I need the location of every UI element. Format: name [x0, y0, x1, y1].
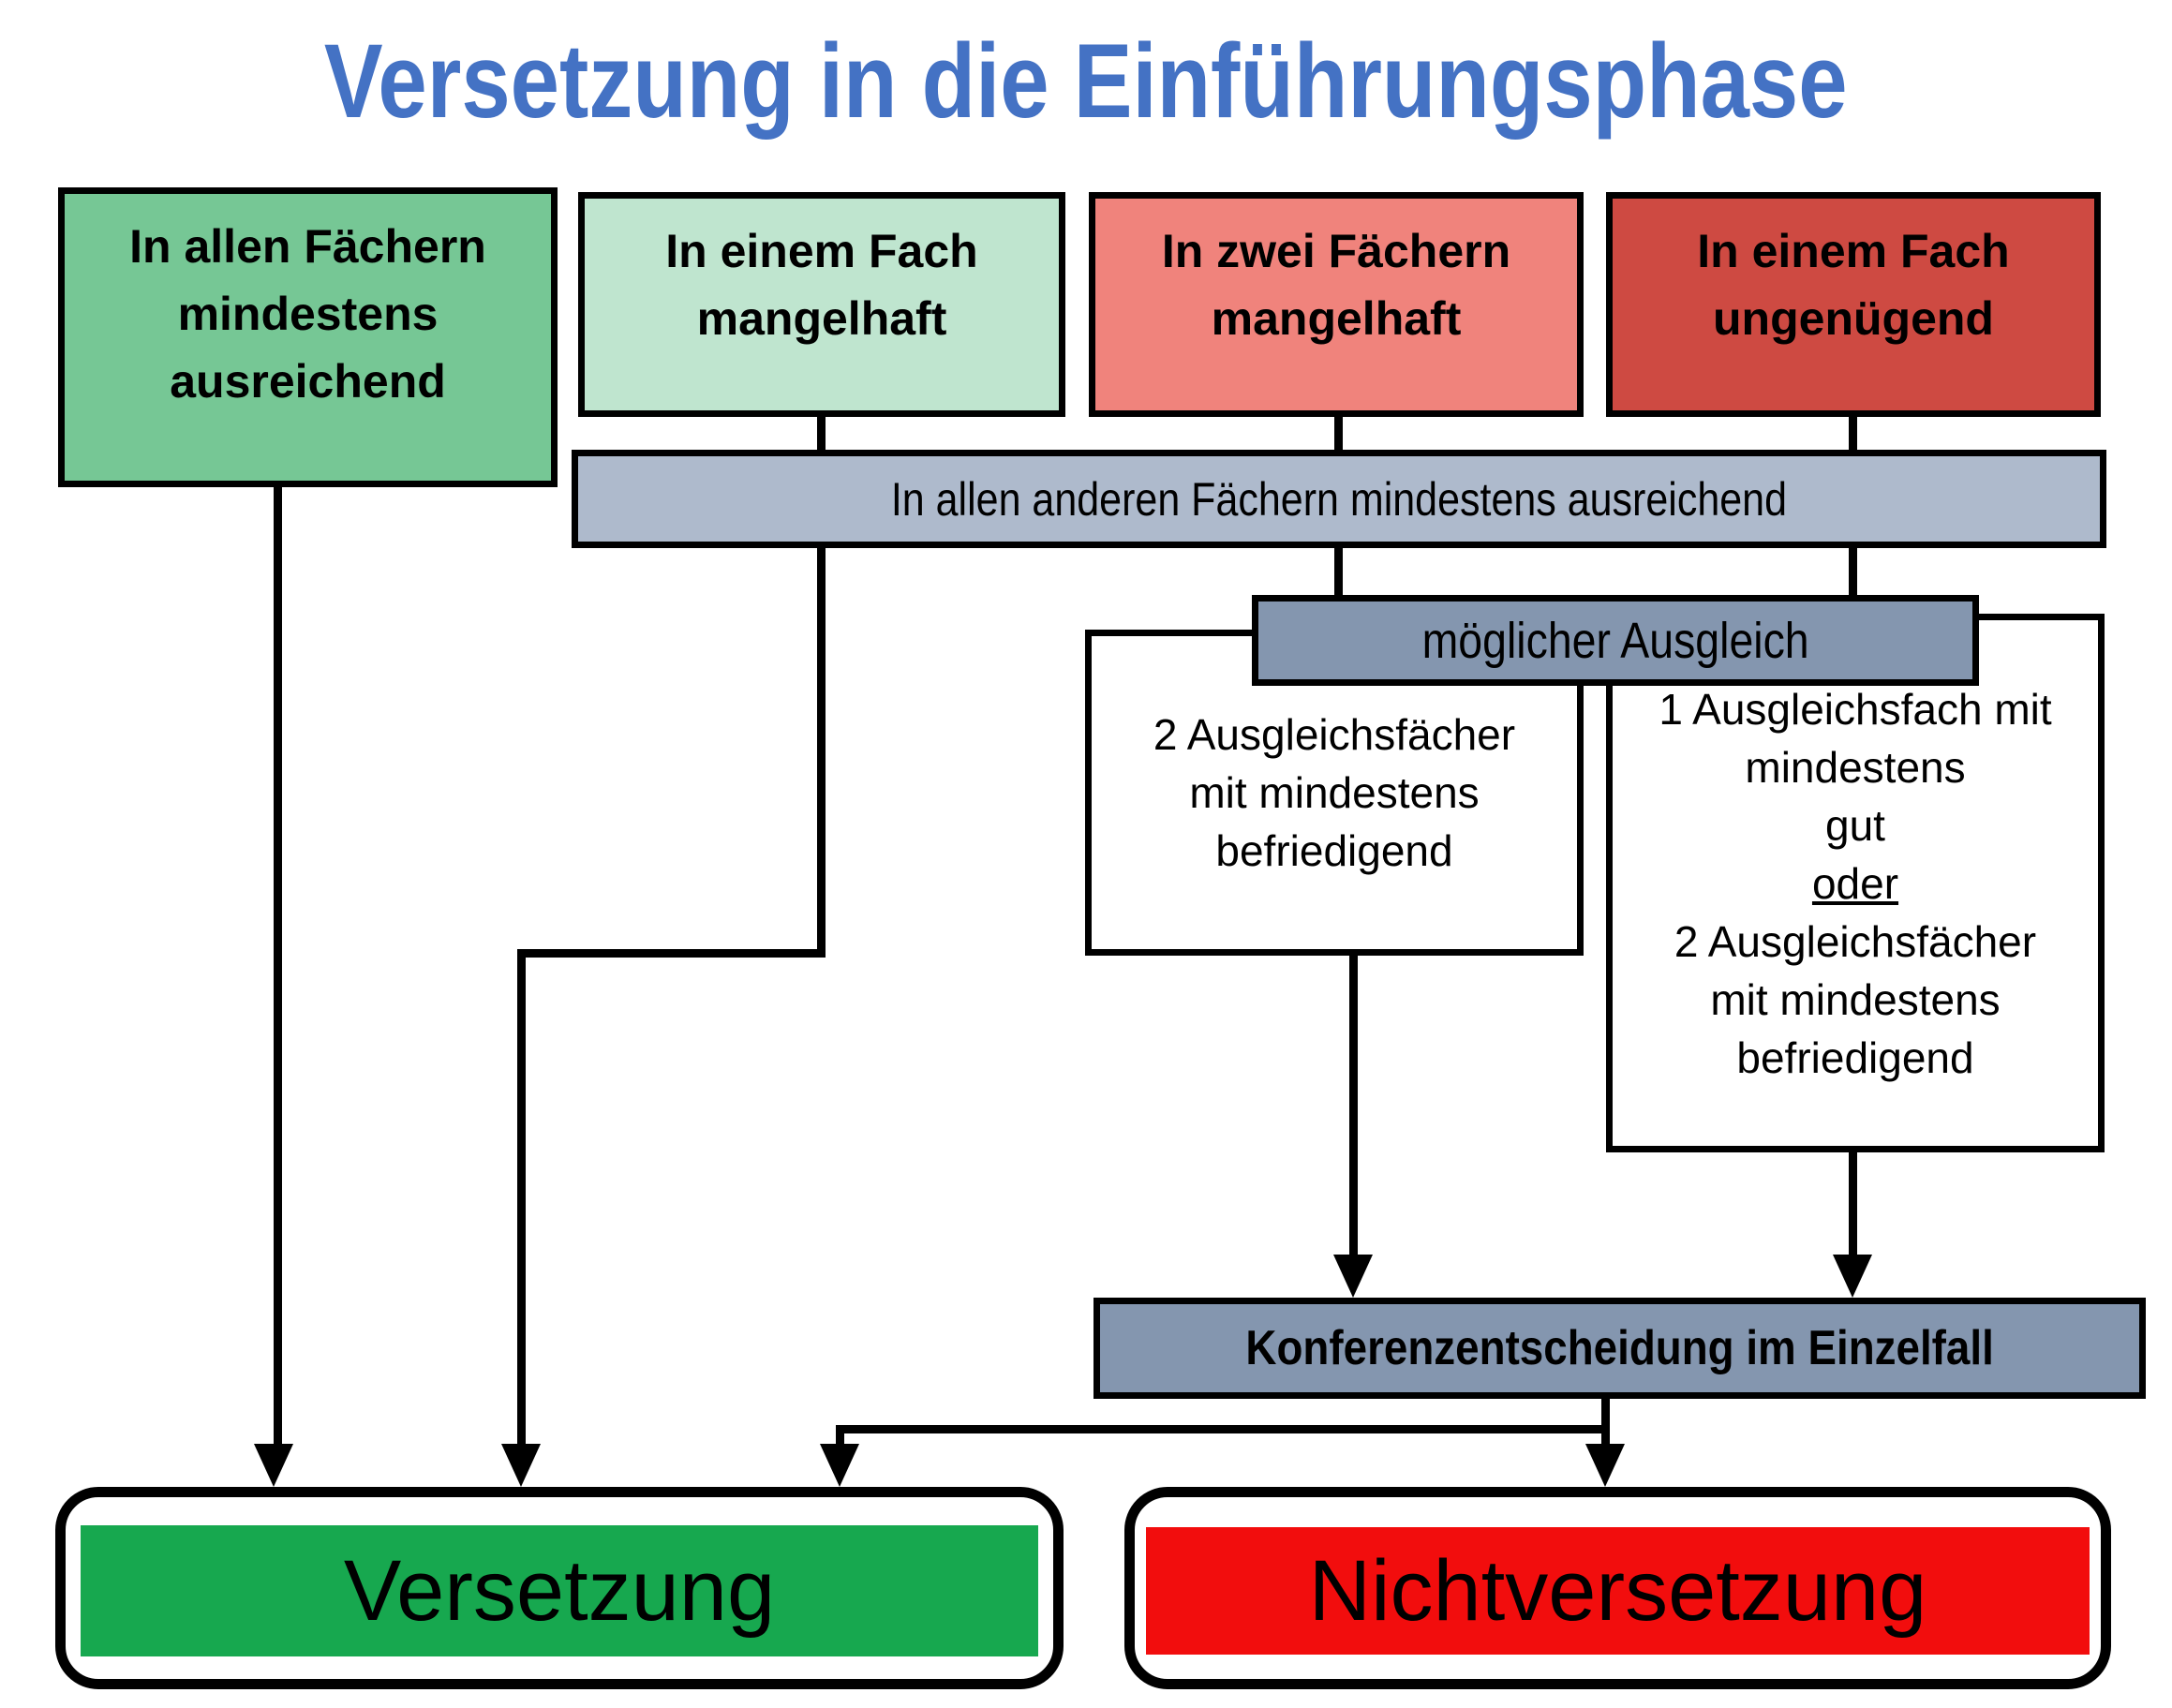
condition-line: In einem Fach: [1697, 225, 2010, 277]
arrowhead-into-conference-right: [1833, 1255, 1872, 1298]
compensation-bar-text: möglicher Ausgleich: [1421, 612, 1809, 669]
result-promotion: Versetzung: [55, 1487, 1064, 1689]
compensation-option-two-subjects: 2 Ausgleichsfächer mit mindestens befrie…: [1085, 630, 1584, 956]
page-title-text: Versetzung in die Einführungsphase: [324, 22, 1848, 140]
condition-line: mangelhaft: [696, 292, 947, 345]
result-no-promotion-label: Nichtversetzung: [1308, 1542, 1927, 1639]
option-line: befriedigend: [1736, 1032, 1974, 1082]
connector-option-right-to-conference: [1849, 1152, 1857, 1258]
condition-box-all-subjects-sufficient: In allen Fächern mindestens ausreichend: [58, 187, 558, 487]
option-line: 2 Ausgleichsfächer: [1153, 710, 1516, 759]
condition-line: In zwei Fächern: [1161, 225, 1511, 277]
compensation-bar: möglicher Ausgleich: [1252, 595, 1979, 686]
connector-all-sufficient-to-promotion: [274, 487, 282, 1452]
connector-conference-branch: [837, 1425, 1610, 1433]
condition-line: mindestens: [177, 288, 439, 340]
condition-line: In einem Fach: [665, 225, 978, 277]
conference-bar: Konferenzentscheidung im Einzelfall: [1093, 1298, 2146, 1399]
option-line: gut: [1825, 800, 1885, 850]
option-line: 2 Ausgleichsfächer: [1674, 916, 2037, 966]
condition-line: ausreichend: [170, 355, 446, 408]
page-title: Versetzung in die Einführungsphase: [0, 21, 2172, 141]
option-line: mit mindestens: [1189, 768, 1480, 817]
result-promotion-label: Versetzung: [343, 1542, 776, 1639]
condition-line: mangelhaft: [1211, 292, 1462, 345]
result-promotion-fill: Versetzung: [81, 1525, 1038, 1656]
option-line: mindestens: [1745, 742, 1966, 792]
arrowhead-into-no-promotion: [1585, 1444, 1625, 1487]
compensation-option-one-subject: 1 Ausgleichsfach mit mindestens gut oder…: [1606, 614, 2105, 1152]
connector-one-mangelhaft-jog: [518, 949, 826, 958]
condition-box-one-subject-ungenuegend: In einem Fach ungenügend: [1606, 192, 2101, 417]
option-line: mit mindestens: [1710, 974, 2001, 1024]
result-no-promotion-fill: Nichtversetzung: [1146, 1527, 2090, 1655]
result-no-promotion: Nichtversetzung: [1124, 1487, 2111, 1689]
option-line-oder: oder: [1811, 858, 1899, 908]
rule-bar-other-subjects: In allen anderen Fächern mindestens ausr…: [572, 450, 2106, 548]
option-line: befriedigend: [1215, 826, 1453, 875]
option-line: 1 Ausgleichsfach mit: [1659, 684, 2052, 734]
condition-box-two-subjects-mangelhaft: In zwei Fächern mangelhaft: [1089, 192, 1584, 417]
connector-one-mangelhaft-down: [817, 417, 826, 958]
arrowhead-into-promotion-2: [501, 1444, 541, 1487]
rule-bar-other-subjects-text: In allen anderen Fächern mindestens ausr…: [890, 472, 1788, 526]
condition-line: In allen Fächern: [129, 220, 486, 273]
arrowhead-into-promotion-3: [820, 1444, 859, 1487]
connector-option-left-to-conference: [1349, 952, 1358, 1258]
conference-bar-text: Konferenzentscheidung im Einzelfall: [1245, 1321, 1994, 1375]
connector-conference-down: [1601, 1396, 1610, 1452]
condition-line: ungenügend: [1713, 292, 1994, 345]
arrowhead-into-promotion-1: [254, 1444, 293, 1487]
arrowhead-into-conference-left: [1333, 1255, 1373, 1298]
condition-box-one-subject-mangelhaft: In einem Fach mangelhaft: [578, 192, 1065, 417]
connector-conference-to-promotion: [836, 1425, 844, 1452]
connector-one-mangelhaft-to-promotion: [517, 949, 526, 1452]
